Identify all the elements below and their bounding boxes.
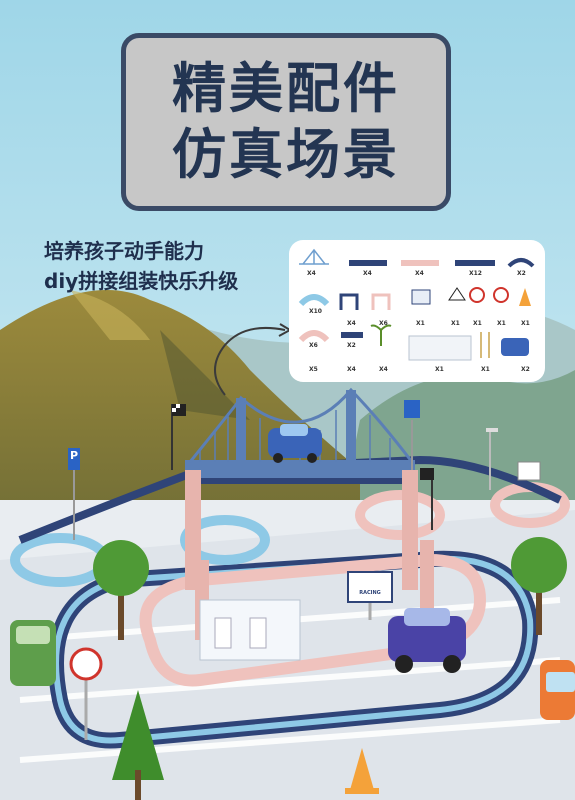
rail-dark-icon xyxy=(455,260,495,266)
checkered-flag-left xyxy=(171,404,186,470)
subtitle-line-2: diy拼接组装快乐升级 xyxy=(44,269,239,293)
title-card: 精美配件 仿真场景 xyxy=(121,33,451,211)
round-sign-icon xyxy=(469,287,485,303)
street-lamp xyxy=(486,428,498,490)
qty-r2-8: X1 xyxy=(521,320,530,327)
curve-pink-icon xyxy=(298,330,330,343)
station-billboard xyxy=(347,571,393,620)
title-line-1: 精美配件 xyxy=(172,57,400,120)
pillar-blue-icon xyxy=(339,293,359,310)
track-middle-loop xyxy=(139,553,487,687)
mountain xyxy=(0,290,360,560)
station-part-icon xyxy=(408,335,472,361)
rail-pink-icon xyxy=(401,260,439,266)
qty-r1-2: X4 xyxy=(363,270,372,277)
qty-r4-5: X1 xyxy=(481,366,490,373)
pedestrian-sign xyxy=(404,400,420,470)
pillar-pink-icon xyxy=(371,293,391,310)
parking-sign-label: P xyxy=(69,449,79,462)
qty-r1-1: X4 xyxy=(307,270,316,277)
title-line-2: 仿真场景 xyxy=(172,123,400,186)
curve-blue-icon xyxy=(298,294,330,307)
warning-sign-icon xyxy=(448,287,466,301)
spiral-right xyxy=(355,490,445,540)
tree-right xyxy=(511,537,567,635)
curve-rail-icon xyxy=(507,258,535,268)
qty-r2-5: X1 xyxy=(451,320,460,327)
track-lower-inner xyxy=(53,555,534,744)
bridge-part-icon xyxy=(299,248,329,265)
round-sign-2-icon xyxy=(493,287,509,303)
qty-r2-4: X1 xyxy=(416,320,425,327)
qty-r2-6: X1 xyxy=(473,320,482,327)
qty-r3-1: X6 xyxy=(309,342,318,349)
qty-r4-4: X1 xyxy=(435,366,444,373)
qty-r1-5: X2 xyxy=(517,270,526,277)
qty-r2-3: X6 xyxy=(379,320,388,327)
qty-r2-2: X4 xyxy=(347,320,356,327)
subtitle-line-1: 培养孩子动手能力 xyxy=(44,239,204,263)
parts-drawings xyxy=(298,248,535,361)
cone-icon xyxy=(519,288,531,306)
qty-r1-3: X4 xyxy=(415,270,424,277)
parts-panel: X4 X4 X4 X12 X2 X10 X4 X6 X1 X1 X1 X1 X1… xyxy=(289,240,545,382)
orange-car xyxy=(540,660,575,720)
rail-blue-icon xyxy=(349,260,387,266)
tree-front xyxy=(112,690,164,800)
subtitle: 培养孩子动手能力 diy拼接组装快乐升级 xyxy=(44,236,238,296)
qty-r4-2: X4 xyxy=(347,366,356,373)
qty-r4-3: X4 xyxy=(379,366,388,373)
billboard-icon xyxy=(411,289,431,305)
traffic-cone xyxy=(345,748,379,794)
qty-r4-6: X2 xyxy=(521,366,530,373)
station-sign-label: RACING xyxy=(359,590,381,596)
qty-r1-4: X12 xyxy=(469,270,482,277)
arrow-sign xyxy=(517,461,541,481)
curved-arrow xyxy=(214,326,286,396)
car-on-bridge xyxy=(268,424,322,463)
green-car xyxy=(10,620,56,686)
car-part-icon xyxy=(501,338,529,356)
qty-r3-2: X2 xyxy=(347,342,356,349)
parking-sign xyxy=(68,448,80,540)
gas-station xyxy=(199,599,301,661)
tree-left xyxy=(93,540,149,640)
short-rail-icon xyxy=(341,332,363,338)
mountain-shadow xyxy=(160,330,250,420)
qty-r2-7: X1 xyxy=(497,320,506,327)
mountain-highlight xyxy=(70,290,150,340)
palm-tree-icon xyxy=(370,324,392,346)
qty-r4-1: X5 xyxy=(309,366,318,373)
barrier-icon xyxy=(480,332,490,358)
checkered-flag-right xyxy=(420,468,434,530)
purple-car xyxy=(388,608,466,673)
round-sign xyxy=(69,647,103,740)
qty-r2-1: X10 xyxy=(309,308,322,315)
